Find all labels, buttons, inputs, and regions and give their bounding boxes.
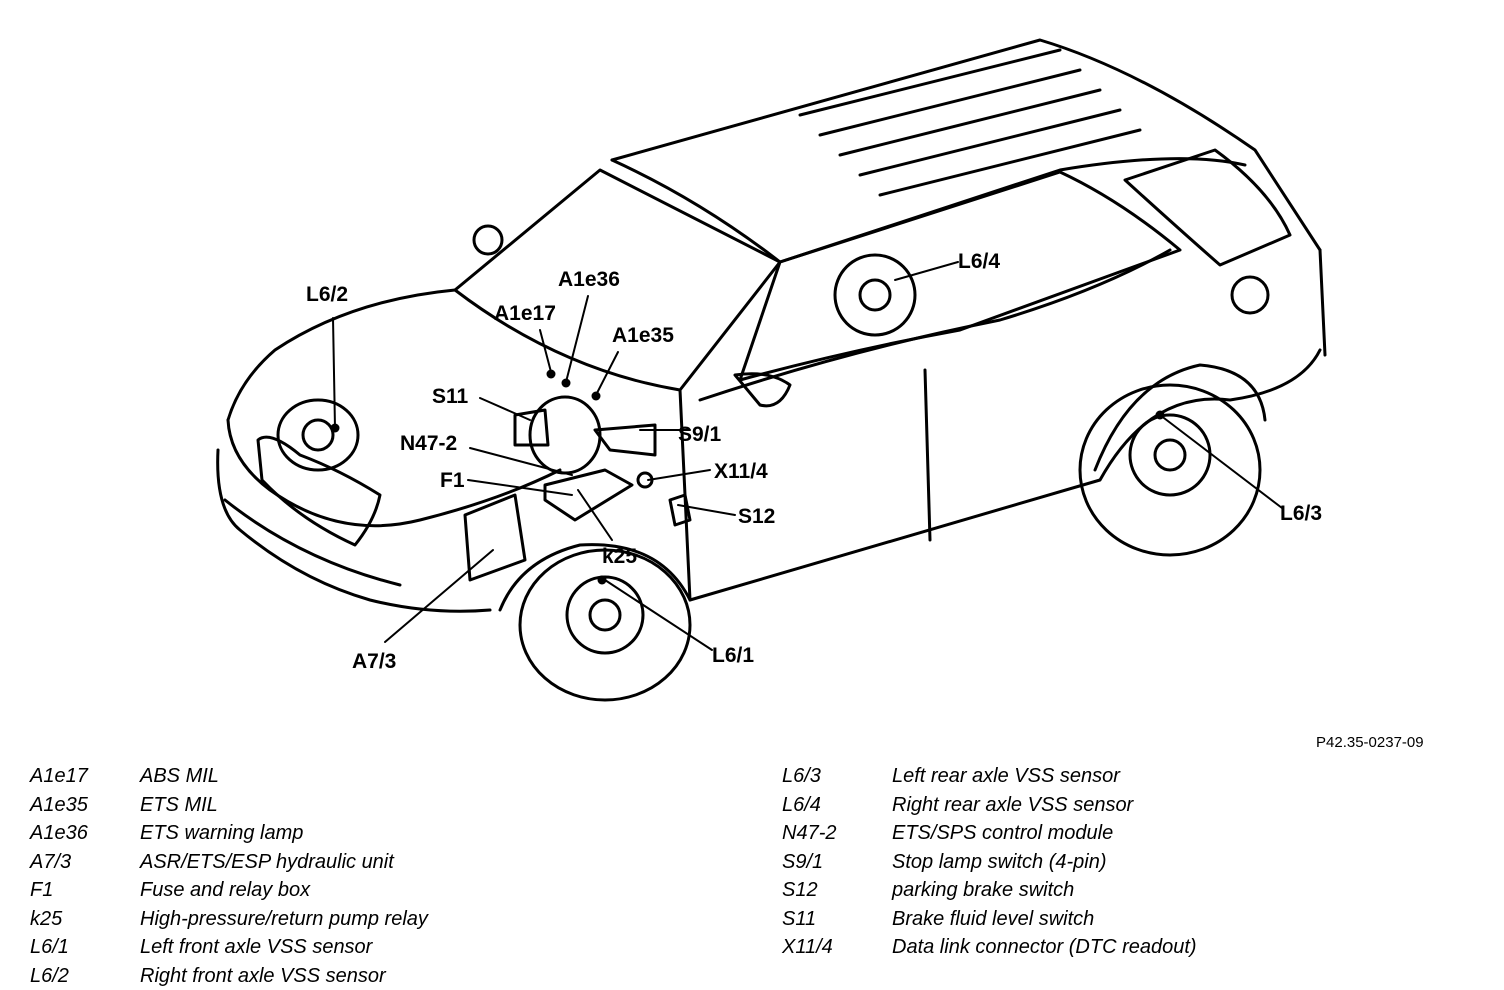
- leader-A7-3: [384, 549, 494, 643]
- legend-code: L6/1: [30, 936, 69, 958]
- leader-A1e36: [565, 295, 589, 383]
- legend-description: Stop lamp switch (4-pin): [892, 850, 1107, 873]
- legend-description: ETS/SPS control module: [892, 822, 1114, 844]
- legend-code: k25: [30, 907, 63, 930]
- leader-F1: [467, 479, 573, 496]
- callout-A7-3: A7/3: [352, 650, 396, 673]
- legend-description: ASR/ETS/ESP hydraulic unit: [140, 850, 394, 873]
- leader-X11-4: [647, 469, 711, 481]
- figure-reference: P42.35-0237-09: [1316, 734, 1424, 751]
- legend-description: parking brake switch: [892, 879, 1075, 901]
- leader-L6-2: [332, 317, 336, 429]
- callout-X11-4: X11/4: [714, 460, 768, 483]
- legend-row: L6/3 Left rear axle VSS sensor: [782, 762, 1197, 791]
- legend-description: Left rear axle VSS sensor: [892, 765, 1120, 787]
- vehicle-component-diagram: L6/2 A1e17 A1e36 A1e35 S11 N47-2 F1 S9/1…: [216, 38, 1327, 702]
- legend-code: S11: [782, 907, 817, 930]
- legend-code: A1e36: [30, 822, 88, 844]
- legend-row: L6/1 Left front axle VSS sensor: [30, 933, 428, 962]
- vehicle-body: [216, 38, 1327, 702]
- legend-row: A1e17 ABS MIL: [30, 762, 428, 791]
- legend-code: A7/3: [30, 850, 72, 873]
- leader-S11: [479, 397, 531, 421]
- legend-row: A1e35 ETS MIL: [30, 791, 428, 820]
- callout-S11: S11: [432, 385, 469, 408]
- callout-A1e35: A1e35: [612, 324, 674, 347]
- callout-L6-4: L6/4: [958, 250, 1000, 273]
- legend-description: Data link connector (DTC readout): [892, 936, 1197, 958]
- callout-A1e36: A1e36: [558, 268, 620, 291]
- legend-code: F1: [30, 879, 54, 901]
- legend-row: L6/2 Right front axle VSS sensor: [30, 962, 428, 990]
- leader-L6-4: [894, 261, 959, 281]
- leader-S12: [677, 504, 736, 516]
- legend-code: A1e17: [30, 765, 88, 787]
- callout-N47-2: N47-2: [400, 432, 457, 455]
- legend-description: Brake fluid level switch: [892, 907, 1095, 930]
- legend-code: L6/3: [782, 765, 821, 787]
- legend-row: S11 Brake fluid level switch: [782, 905, 1197, 934]
- legend-description: High-pressure/return pump relay: [140, 907, 428, 930]
- leader-L6-1: [604, 579, 713, 651]
- legend-code: X11/4: [782, 936, 833, 958]
- callout-S9-1: S9/1: [678, 423, 722, 446]
- legend-description: Left front axle VSS sensor: [140, 936, 373, 958]
- leader-A1e35: [595, 351, 619, 396]
- legend-description: ETS warning lamp: [140, 822, 304, 844]
- leader-N47-2: [469, 447, 573, 476]
- legend-description: Fuse and relay box: [140, 879, 311, 901]
- callout-L6-2: L6/2: [306, 283, 348, 306]
- callout-A1e17: A1e17: [494, 302, 556, 325]
- legend-description: Right rear axle VSS sensor: [892, 793, 1134, 816]
- leader-lines: [332, 261, 1283, 651]
- legend-row: X11/4 Data link connector (DTC readout): [782, 933, 1197, 962]
- callout-L6-1: L6/1: [712, 644, 754, 667]
- callout-k25: k25: [602, 545, 637, 568]
- legend-code: S9/1: [782, 850, 824, 873]
- leader-k25: [577, 489, 613, 541]
- legend-row: L6/4 Right rear axle VSS sensor: [782, 791, 1197, 820]
- callout-L6-3: L6/3: [1280, 502, 1322, 525]
- legend-description: ETS MIL: [140, 793, 218, 816]
- component-points: [330, 369, 1165, 585]
- legend-row: S12 parking brake switch: [782, 876, 1197, 905]
- legend-row: N47-2 ETS/SPS control module: [782, 819, 1197, 848]
- legend-row: A7/3 ASR/ETS/ESP hydraulic unit: [30, 848, 428, 877]
- legend-code: L6/4: [782, 793, 821, 816]
- legend-code: L6/2: [30, 964, 69, 987]
- legend-code: S12: [782, 879, 818, 901]
- legend-description: Right front axle VSS sensor: [140, 964, 386, 987]
- legend-row: k25 High-pressure/return pump relay: [30, 905, 428, 934]
- leader-L6-3: [1159, 414, 1283, 509]
- legend-left-column: A1e17 ABS MIL A1e35 ETS MIL A1e36 ETS warning…: [30, 762, 428, 990]
- legend-row: F1 Fuse and relay box: [30, 876, 428, 905]
- leader-A1e17: [539, 329, 552, 373]
- callout-S12: S12: [738, 505, 775, 528]
- legend-description: ABS MIL: [140, 765, 219, 787]
- legend-code: N47-2: [782, 822, 837, 844]
- callout-F1: F1: [440, 469, 465, 492]
- callout-labels: L6/2 A1e17 A1e36 A1e35 S11 N47-2 F1 S9/1…: [306, 250, 1322, 673]
- legend-row: S9/1 Stop lamp switch (4-pin): [782, 848, 1197, 877]
- legend-row: A1e36 ETS warning lamp: [30, 819, 428, 848]
- legend-code: A1e35: [30, 793, 88, 816]
